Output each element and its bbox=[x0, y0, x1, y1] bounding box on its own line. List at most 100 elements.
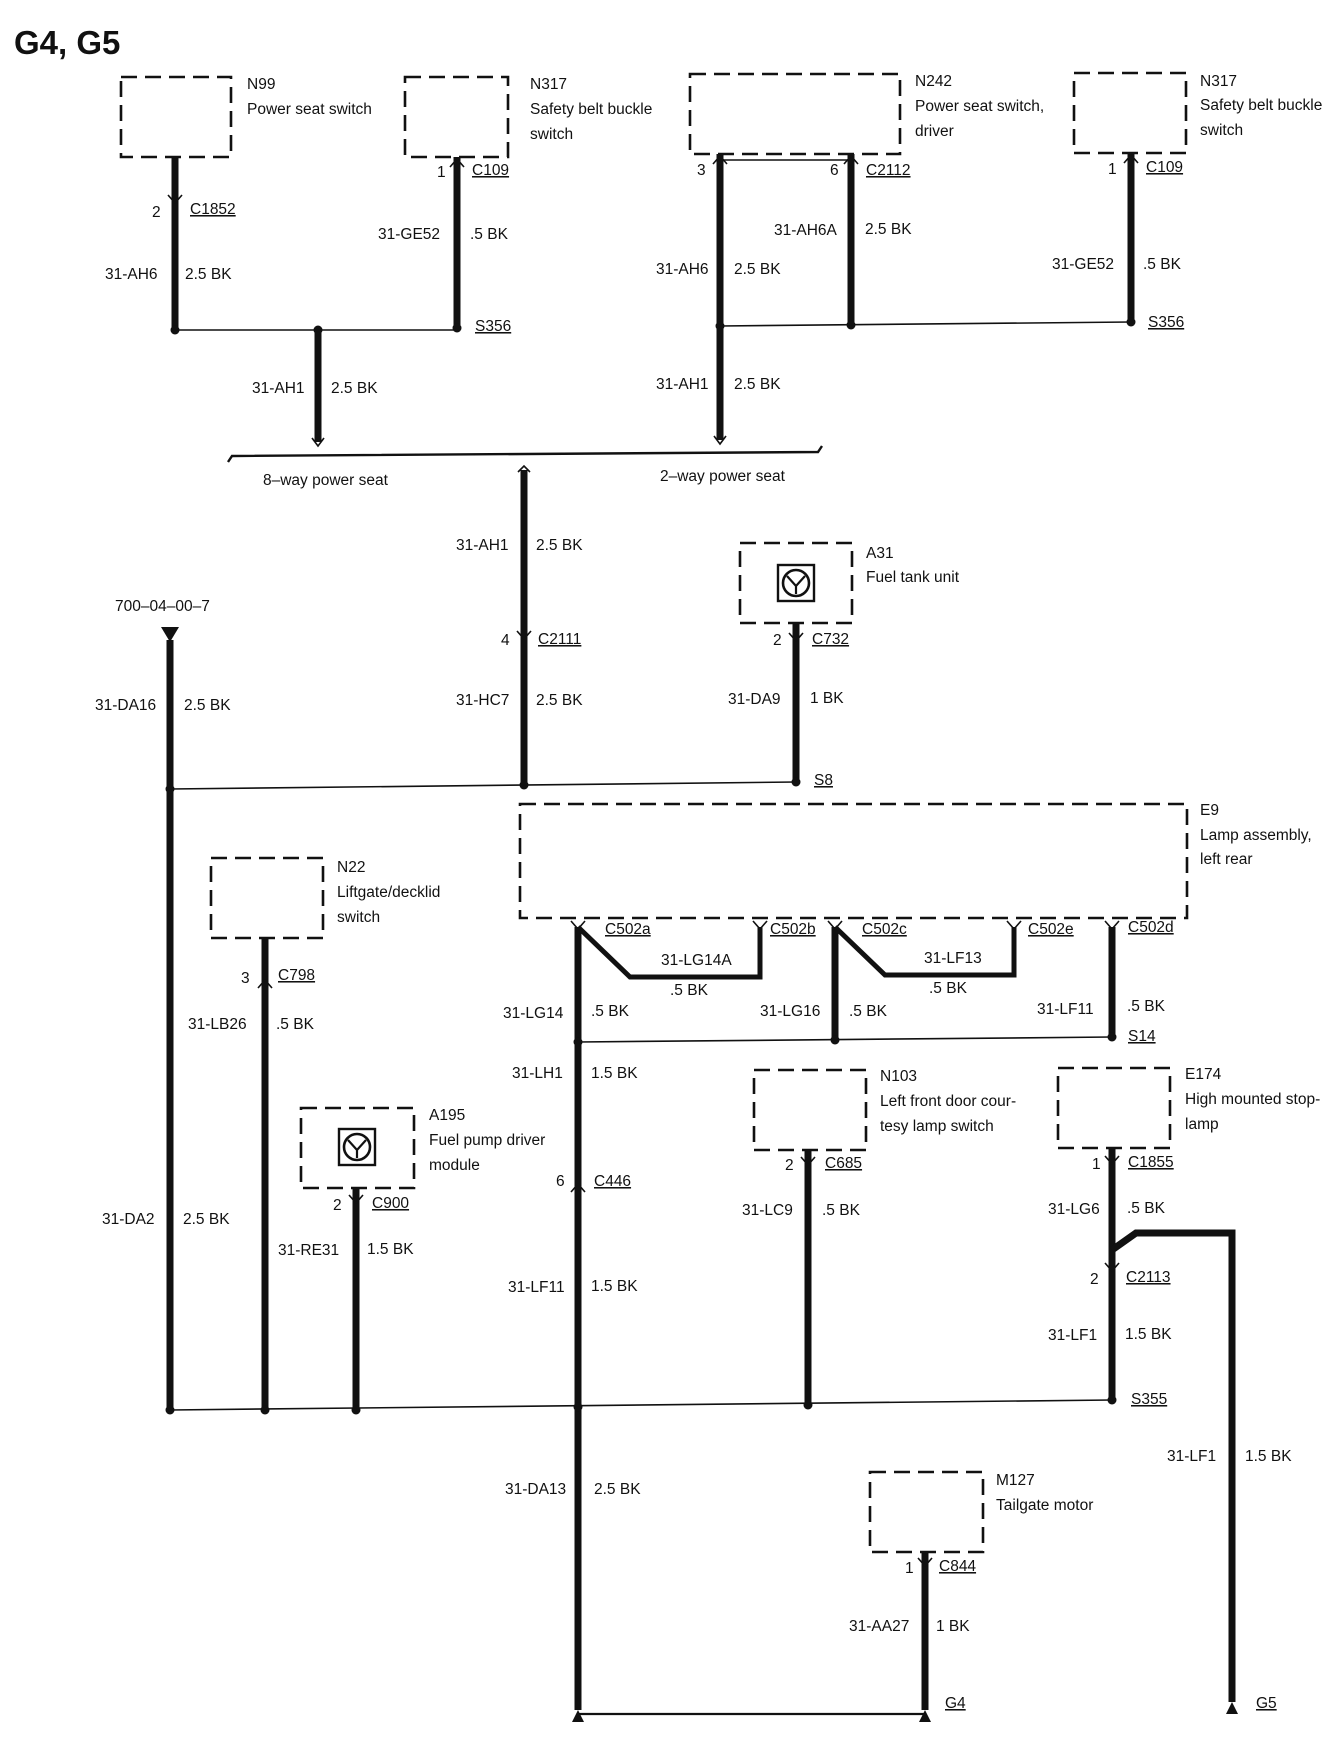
c2112-pin3-connector-icon bbox=[712, 154, 728, 165]
splice-line-s8 bbox=[169, 781, 797, 790]
splice-dot bbox=[165, 784, 175, 794]
c2111-connector-icon bbox=[516, 630, 532, 641]
c798-connector-icon bbox=[257, 978, 273, 989]
option-2way-label: 2–way power seat bbox=[660, 468, 786, 485]
splice-dot bbox=[165, 1405, 175, 1415]
c2112-pin6: 6 bbox=[830, 162, 839, 179]
n103-desc-2: tesy lamp switch bbox=[880, 1118, 994, 1135]
junction-arrow-icon bbox=[713, 435, 727, 446]
c844-connector-icon bbox=[917, 1557, 933, 1568]
w16-code: 31-LF11 bbox=[1037, 1001, 1094, 1018]
c502e-name: C502e bbox=[1028, 921, 1074, 938]
w17-size: .5 BK bbox=[276, 1016, 315, 1033]
w9-size: 2.5 BK bbox=[536, 692, 583, 709]
w14-code: 31-LG14 bbox=[503, 1005, 564, 1022]
c109-right-connector-icon bbox=[1123, 153, 1139, 164]
w3-size: 2.5 BK bbox=[734, 261, 781, 278]
splice-dot bbox=[791, 777, 801, 787]
c732-connector-icon bbox=[788, 632, 804, 643]
w11-size: 2.5 BK bbox=[184, 697, 231, 714]
w20-code: 31-RE31 bbox=[278, 1242, 339, 1259]
splice-dot bbox=[170, 325, 180, 335]
ground-g4-right-icon bbox=[919, 1710, 931, 1722]
option-8way-label: 8–way power seat bbox=[263, 472, 389, 489]
splice-dot bbox=[1107, 1395, 1117, 1405]
c732-name: C732 bbox=[812, 631, 849, 648]
c685-connector-icon bbox=[800, 1156, 816, 1167]
e174-desc-2: lamp bbox=[1185, 1116, 1219, 1133]
w18-code: 31-LH1 bbox=[512, 1065, 563, 1082]
w16-size: .5 BK bbox=[1127, 998, 1166, 1015]
w10-code: 31-DA9 bbox=[728, 691, 781, 708]
c502c-name: C502c bbox=[862, 921, 907, 938]
e174-desc-1: High mounted stop- bbox=[1185, 1091, 1320, 1108]
w26-code: 31-LF1 bbox=[1167, 1448, 1216, 1465]
w9-code: 31-HC7 bbox=[456, 692, 509, 709]
splice-dot bbox=[803, 1400, 813, 1410]
w15-size: .5 BK bbox=[849, 1003, 888, 1020]
e9-id: E9 bbox=[1200, 802, 1219, 819]
splice-dot bbox=[452, 323, 462, 333]
c109-left-name: C109 bbox=[472, 162, 509, 179]
a195-motor-mark-icon bbox=[347, 1139, 367, 1158]
n99-desc: Power seat switch bbox=[247, 101, 372, 118]
s14-label: S14 bbox=[1128, 1028, 1156, 1045]
w7-size: 2.5 BK bbox=[734, 376, 781, 393]
w26-size: 1.5 BK bbox=[1245, 1448, 1292, 1465]
w5-size: .5 BK bbox=[1143, 256, 1182, 273]
w23-size: .5 BK bbox=[1127, 1200, 1166, 1217]
g5-label: G5 bbox=[1256, 1695, 1277, 1712]
a195-desc-1: Fuel pump driver bbox=[429, 1132, 545, 1149]
c685-pin: 2 bbox=[785, 1157, 794, 1174]
c502a-name: C502a bbox=[605, 921, 651, 938]
w27-size: 1 BK bbox=[936, 1618, 970, 1635]
w2-code: 31-GE52 bbox=[378, 226, 440, 243]
wire-31-lf13 bbox=[833, 925, 1017, 978]
w3-code: 31-AH6 bbox=[656, 261, 709, 278]
n317-left-box bbox=[403, 75, 510, 159]
w10-size: 1 BK bbox=[810, 690, 844, 707]
m127-id: M127 bbox=[996, 1472, 1035, 1489]
n22-id: N22 bbox=[337, 859, 365, 876]
a195-motor-icon bbox=[342, 1132, 372, 1162]
w22-code: 31-LC9 bbox=[742, 1202, 793, 1219]
e174-box bbox=[1056, 1066, 1172, 1150]
s356-right-label: S356 bbox=[1148, 314, 1184, 331]
a31-motor-mark-icon bbox=[786, 575, 806, 594]
s356-left-label: S356 bbox=[475, 318, 511, 335]
c2113-connector-icon bbox=[1104, 1262, 1120, 1273]
w27-code: 31-AA27 bbox=[849, 1618, 909, 1635]
reference-arrow-icon bbox=[161, 627, 179, 642]
w20-size: 1.5 BK bbox=[367, 1241, 414, 1258]
c502b-name: C502b bbox=[770, 921, 816, 938]
n103-box bbox=[752, 1068, 868, 1152]
c798-name: C798 bbox=[278, 967, 315, 984]
n242-id: N242 bbox=[915, 73, 952, 90]
c900-connector-icon bbox=[348, 1194, 364, 1205]
s355-label: S355 bbox=[1131, 1391, 1167, 1408]
e9-desc-1: Lamp assembly, bbox=[1200, 827, 1312, 844]
c2112-pin3: 3 bbox=[697, 162, 706, 179]
c900-pin: 2 bbox=[333, 1197, 342, 1214]
c109-left-connector-icon bbox=[449, 157, 465, 168]
n242-desc-2: driver bbox=[915, 123, 954, 140]
c1855-name: C1855 bbox=[1128, 1154, 1174, 1171]
c1852-connector-icon bbox=[167, 194, 183, 205]
n317-left-desc-1: Safety belt buckle bbox=[530, 101, 652, 118]
w21-size: 1.5 BK bbox=[591, 1278, 638, 1295]
w7-code: 31-AH1 bbox=[656, 376, 709, 393]
w8-size: 2.5 BK bbox=[536, 537, 583, 554]
n242-desc-1: Power seat switch, bbox=[915, 98, 1044, 115]
splice-dot bbox=[519, 780, 529, 790]
splice-dot bbox=[1126, 317, 1136, 327]
c109-right-pin: 1 bbox=[1108, 161, 1117, 178]
junction-arrow-icon bbox=[517, 464, 531, 473]
w18-size: 1.5 BK bbox=[591, 1065, 638, 1082]
w2-size: .5 BK bbox=[470, 226, 509, 243]
splice-dot bbox=[351, 1405, 361, 1415]
n317-right-desc-1: Safety belt buckle bbox=[1200, 97, 1322, 114]
n22-desc-1: Liftgate/decklid bbox=[337, 884, 440, 901]
c2113-pin: 2 bbox=[1090, 1271, 1099, 1288]
ground-g4-left-icon bbox=[572, 1710, 584, 1722]
w19-size: 2.5 BK bbox=[183, 1211, 230, 1228]
